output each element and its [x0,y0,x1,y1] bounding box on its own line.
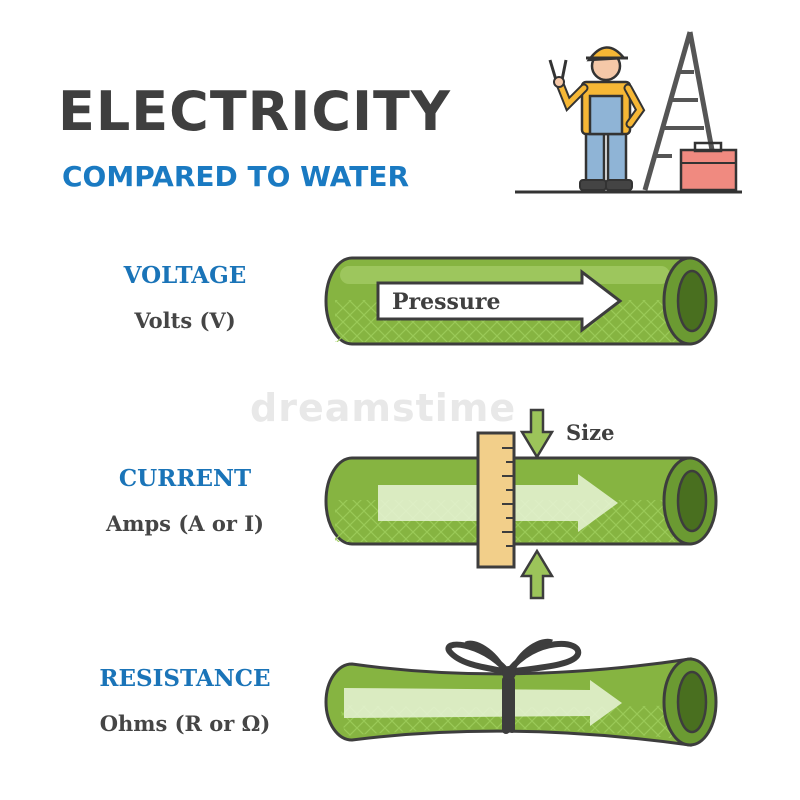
voltage-unit: Volts (V) [134,308,236,333]
resistance-pipe [324,638,718,747]
toolbox-icon [679,141,738,192]
page-title: ELECTRICITY [58,80,451,143]
watermark: dreamstime [250,386,517,430]
resistance-unit: Ohms (R or Ω) [99,711,271,736]
ladder-icon [642,31,715,191]
resistance-term: RESISTANCE [99,665,271,692]
size-arrow-top [519,408,555,460]
page-subtitle: COMPARED TO WATER [62,160,410,193]
voltage-term: VOLTAGE [123,262,247,289]
worker-figure [548,46,646,191]
current-pipe: Size [324,408,718,600]
worker-illustration [515,31,742,194]
size-arrow-bottom [519,548,555,600]
resistance-flow-arrow [344,680,622,726]
knot-icon [445,638,582,734]
pressure-label: Pressure [392,289,501,315]
current-term: CURRENT [118,465,252,492]
current-unit: Amps (A or I) [105,511,264,536]
pressure-arrow [376,268,623,334]
ruler-icon [476,431,516,569]
voltage-pipe: Pressure [324,256,718,346]
size-label: Size [566,420,614,445]
